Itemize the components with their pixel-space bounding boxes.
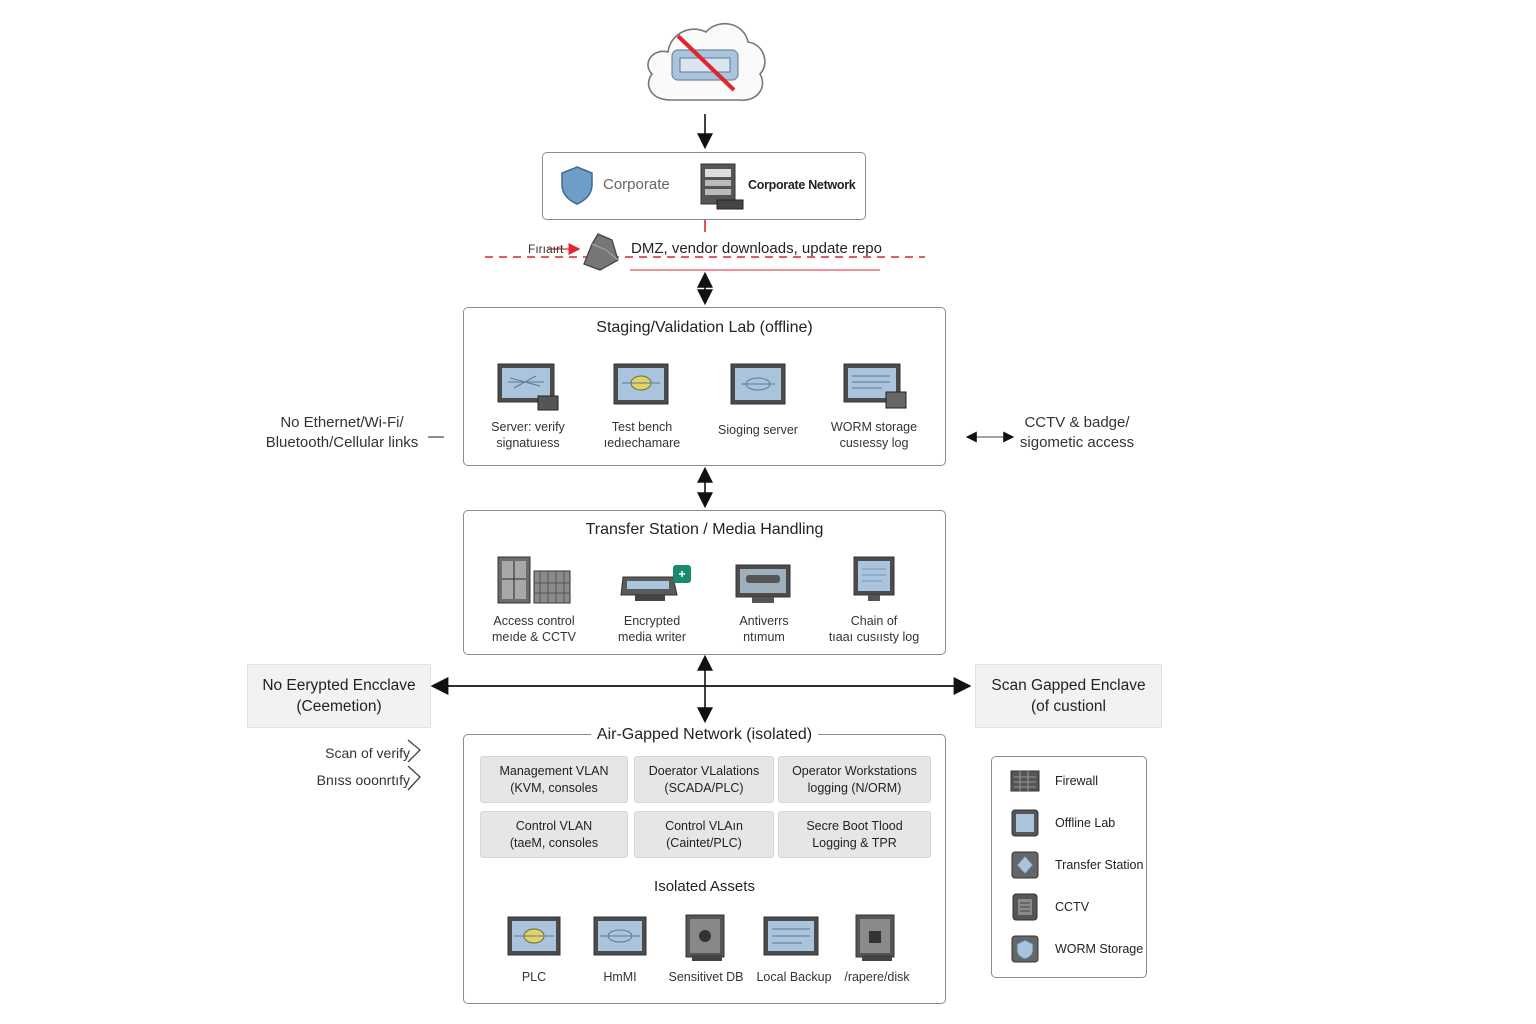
asset-hmi-label: HmMI (603, 970, 637, 984)
transfer-station-title: Transfer Station / Media Handling (585, 521, 824, 538)
transfer-item-3-label: Antiverrs ntımum (739, 614, 789, 644)
vlan-control-1: Control VLAN(taeM, consoles (480, 811, 628, 858)
asset-local-backup-label: Local Backup (756, 970, 832, 984)
scan-verify-note: Scan of verify Bnıss ooonrtıfy (316, 745, 410, 788)
asset-tape-disk-label: /rapere/disk (844, 970, 910, 984)
internet-cloud-icon (647, 23, 766, 101)
air-gapped-title: Air-Gapped Network (isolated) (464, 726, 945, 744)
transfer-station-icon (1011, 851, 1039, 879)
test-bench-icon (613, 363, 669, 405)
transfer-station-box: Transfer Station / Media Handling Access… (463, 510, 946, 655)
staging-server-icon (730, 363, 786, 405)
worm-storage-icon (1011, 935, 1039, 963)
dmz-label: DMZ, vendor downloads, update repo (631, 240, 882, 257)
corporate-network-label: Corporate Network (748, 178, 856, 192)
legend-item-cctv: CCTV (1010, 892, 1150, 924)
legend-item-offline-lab: Offline Lab (1010, 808, 1150, 840)
legend-item-firewall: Firewall (1010, 766, 1150, 798)
no-links-note: No Ethernet/Wi-Fi/ Bluetooth/Cellular li… (265, 414, 419, 451)
server-icon (700, 163, 744, 210)
staging-lab-title: Staging/Validation Lab (offline) (596, 319, 813, 336)
staging-lab-box: Staging/Validation Lab (offline) Server:… (463, 307, 946, 466)
plc-icon (507, 916, 561, 956)
sensitive-db-icon (685, 914, 725, 961)
firewall-icon (1010, 770, 1040, 792)
staging-item-3-label: Sioging server (718, 423, 798, 437)
verify-server-icon (497, 363, 559, 411)
corporate-network-box: Corporate Corporate Network (542, 152, 866, 220)
firewall-side-label: Fırıaırt (528, 242, 564, 256)
air-gapped-network-box: Air-Gapped Network (isolated) Management… (463, 726, 946, 1004)
cctv-access-note: CCTV & badge/ sigometic access (1019, 414, 1135, 451)
cctv-icon (1012, 893, 1038, 921)
vlan-operator: Doerator VLalations(SCADA/PLC) (634, 756, 774, 803)
legend-item-worm-storage: WORM Storage (1010, 934, 1150, 966)
worm-storage-device-icon (843, 363, 907, 409)
local-backup-icon (763, 916, 819, 956)
right-enclave: Scan Gapped Enclave (of custionl (975, 664, 1162, 728)
staging-item-2-label: Test bench ıedıechamare (603, 420, 681, 450)
shield-icon (561, 166, 593, 205)
tape-disk-icon (855, 914, 895, 961)
asset-sensitive-db-label: Sensitivet DB (668, 970, 744, 984)
isolated-assets-title: Isolated Assets (654, 878, 755, 895)
corporate-shield-label: Corporate (603, 176, 670, 193)
offline-lab-icon (1011, 809, 1039, 837)
staging-item-1-label: Server: verify signatuıess (491, 420, 565, 450)
transfer-item-1-label: Access control meıde & CCTV (491, 614, 577, 644)
firewall-device-icon (583, 233, 619, 271)
transfer-item-4-label: Chain of tıaaı cusıısty log (828, 614, 920, 644)
hmi-icon (593, 916, 647, 956)
access-control-icon (497, 556, 571, 604)
chain-of-custody-terminal-icon (853, 556, 895, 601)
legend-item-transfer-station: Transfer Station (1010, 850, 1150, 882)
transfer-item-2-label: Encrypted media writer (617, 614, 687, 644)
antivirus-station-icon (735, 564, 791, 603)
staging-item-4-label: WORM storage cusıessy log (830, 420, 918, 450)
asset-plc-label: PLC (521, 970, 547, 984)
vlan-control-2: Control VLAın(Caintet/PLC) (634, 811, 774, 858)
encrypted-media-writer-icon (620, 565, 691, 601)
vlan-management: Management VLAN(KVM, consoles (480, 756, 628, 803)
left-enclave: No Eerypted Encclave (Ceemetion) (247, 664, 431, 728)
